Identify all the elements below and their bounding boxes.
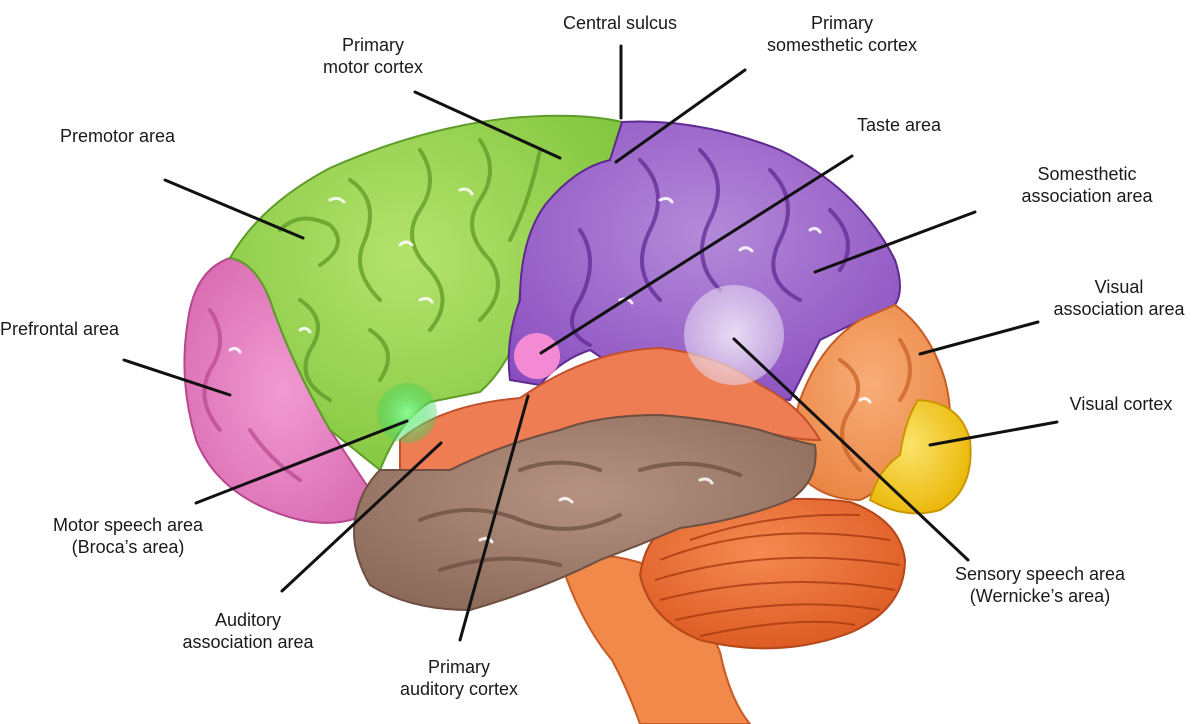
leader-premotor — [163, 178, 305, 240]
leader-prefrontal — [122, 358, 232, 397]
leader-visual-cortex — [928, 420, 1059, 447]
leader-somesthetic-assoc — [813, 210, 977, 274]
label-primary-motor-cortex: Primary motor cortex — [322, 35, 424, 77]
label-taste-area: Taste area — [856, 115, 942, 135]
label-visual-cortex: Visual cortex — [1069, 394, 1173, 414]
broca-spot — [377, 383, 437, 443]
temporal-gyri — [418, 460, 742, 572]
leader-primary-auditory — [458, 394, 530, 642]
wernicke-spot — [684, 285, 784, 385]
label-motor-speech-area: Motor speech area (Broca’s area) — [52, 515, 204, 557]
highlights — [228, 187, 872, 544]
label-sensory-speech-area: Sensory speech area (Wernicke’s area) — [954, 564, 1126, 606]
label-prefrontal-area: Prefrontal area — [0, 319, 120, 339]
taste-spot — [514, 333, 560, 379]
label-central-sulcus: Central sulcus — [562, 13, 678, 33]
label-visual-association-area: Visual association area — [1053, 277, 1185, 319]
leader-primary-somesthetic — [614, 68, 747, 164]
occipital-gyri — [838, 338, 912, 472]
leader-motor-speech — [194, 419, 409, 505]
leader-auditory-assoc — [280, 441, 443, 593]
cerebellum — [638, 497, 907, 650]
label-primary-somesthetic-cortex: Primary somesthetic cortex — [766, 13, 918, 55]
parietal-gyri — [570, 148, 850, 347]
leader-taste — [539, 154, 854, 355]
leader-primary-motor — [413, 90, 562, 160]
prefrontal-gyri — [202, 308, 302, 482]
cerebellum-folia — [654, 513, 901, 637]
label-premotor-area: Premotor area — [60, 126, 176, 146]
label-primary-auditory-cortex: Primary auditory cortex — [399, 657, 519, 699]
leader-sensory-speech — [732, 337, 970, 562]
label-auditory-association-area: Auditory association area — [182, 610, 314, 652]
leader-lines — [122, 44, 1059, 642]
label-somesthetic-association-area: Somesthetic association area — [1021, 164, 1153, 206]
frontal-gyri — [278, 138, 542, 402]
leader-visual-assoc — [918, 320, 1040, 356]
